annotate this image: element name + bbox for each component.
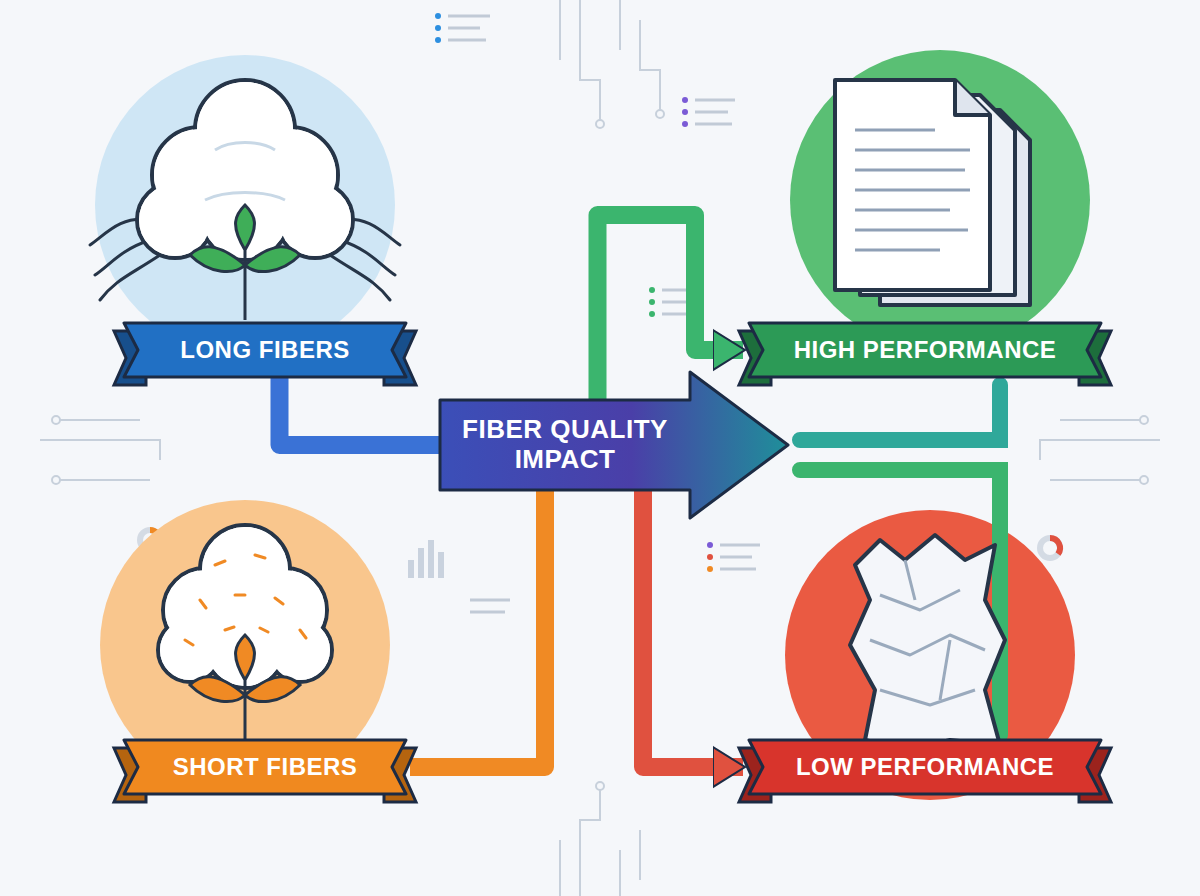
- bar-chart-icon-part: [438, 552, 444, 578]
- long-fiber-cotton-part: [205, 143, 285, 201]
- circuit-lines-part: [596, 782, 604, 790]
- short-fiber-cotton-part-part: [185, 555, 306, 645]
- label-banner: SHORT FIBERS: [120, 740, 410, 794]
- list-icons-part: [682, 121, 688, 127]
- list-icons: [435, 13, 760, 612]
- document-stack-icon-part: [835, 80, 990, 290]
- circuit-lines: [40, 0, 1160, 896]
- long-fiber-cotton-part-part: [330, 255, 390, 300]
- donut-icons-part: [1040, 538, 1060, 558]
- banner-face: [749, 323, 1101, 377]
- list-icons-part: [720, 545, 760, 569]
- center-label: FIBER QUALITY IMPACT: [455, 415, 675, 475]
- short-fiber-cotton-part: [185, 555, 306, 645]
- circuit-lines-part: [1140, 476, 1148, 484]
- list-icons-part: [649, 299, 655, 305]
- banner-face: [124, 740, 406, 794]
- list-icons-part: [707, 566, 713, 572]
- bar-chart-icon: [408, 540, 444, 578]
- list-icons-part: [470, 600, 510, 612]
- list-icons-part: [707, 542, 713, 548]
- short-fiber-cotton-part-part: [202, 527, 288, 613]
- circuit-lines-part: [52, 476, 60, 484]
- list-icons-part: [682, 109, 688, 115]
- low-performance-circle: [785, 510, 1075, 800]
- long-fiber-cotton-part-part: [95, 240, 150, 275]
- circuit-lines-part: [52, 416, 60, 424]
- circuit-lines-part: [1140, 416, 1148, 424]
- label-banner: LONG FIBERS: [120, 323, 410, 377]
- impact-arrow: FIBER QUALITY IMPACT: [440, 370, 790, 520]
- long-fiber-cotton-part-part: [340, 240, 395, 275]
- short-fiber-cotton-part: [190, 635, 300, 745]
- crumpled-paper-icon: [850, 535, 1005, 750]
- circuit-lines-part: [560, 0, 660, 120]
- crumpled-paper-icon-part: [870, 560, 985, 705]
- label-banner: HIGH PERFORMANCE: [745, 323, 1105, 377]
- donut-icons-part: [1050, 538, 1060, 554]
- arrow-outline: [440, 372, 788, 518]
- flow-connector: [598, 215, 744, 400]
- long-fiber-cotton-part-part: [100, 255, 160, 300]
- list-icons-part: [435, 25, 441, 31]
- circuit-lines-part: [40, 420, 160, 480]
- decor-ribbons-part: [800, 385, 1000, 440]
- bar-chart-icon-part: [418, 548, 424, 578]
- label-banner: LOW PERFORMANCE: [745, 740, 1105, 794]
- circuit-lines-part: [596, 120, 604, 128]
- short-fiber-cotton: [158, 525, 332, 745]
- document-stack-icon-part: [955, 80, 990, 115]
- flow-connector: [643, 490, 743, 767]
- long-fiber-circle: [95, 55, 395, 355]
- high-performance-circle: [790, 50, 1090, 350]
- flow-connector: [410, 490, 545, 767]
- list-icons-part: [707, 554, 713, 560]
- flow-connector: [280, 377, 441, 445]
- long-fiber-cotton-part-part: [279, 184, 351, 256]
- long-fiber-cotton-part-part: [197, 82, 293, 178]
- list-icons-part: [435, 37, 441, 43]
- list-icons-part: [649, 311, 655, 317]
- long-fiber-cotton: [90, 80, 400, 320]
- long-fiber-cotton-part: [190, 205, 300, 320]
- bar-chart-icon-part: [408, 560, 414, 578]
- crumpled-paper-icon-part: [850, 535, 1005, 750]
- long-fiber-cotton-part-part: [139, 184, 211, 256]
- document-stack-icon: [835, 80, 1030, 305]
- document-stack-icon-part: [855, 130, 970, 250]
- bar-chart-icon-part: [428, 540, 434, 578]
- list-icons-part: [682, 97, 688, 103]
- list-icons-part: [695, 100, 735, 124]
- circuit-lines-part: [560, 790, 640, 896]
- list-icons-part: [649, 287, 655, 293]
- banner-label: LONG FIBERS: [180, 336, 350, 364]
- circuit-lines-part: [1040, 420, 1160, 480]
- banner-label: LOW PERFORMANCE: [796, 753, 1054, 781]
- banner-face: [749, 740, 1101, 794]
- banner-label: HIGH PERFORMANCE: [794, 336, 1057, 364]
- circuit-lines-part: [656, 110, 664, 118]
- banner-label: SHORT FIBERS: [173, 753, 358, 781]
- list-icons-part: [435, 13, 441, 19]
- list-icons-part: [448, 16, 490, 40]
- banner-face: [124, 323, 406, 377]
